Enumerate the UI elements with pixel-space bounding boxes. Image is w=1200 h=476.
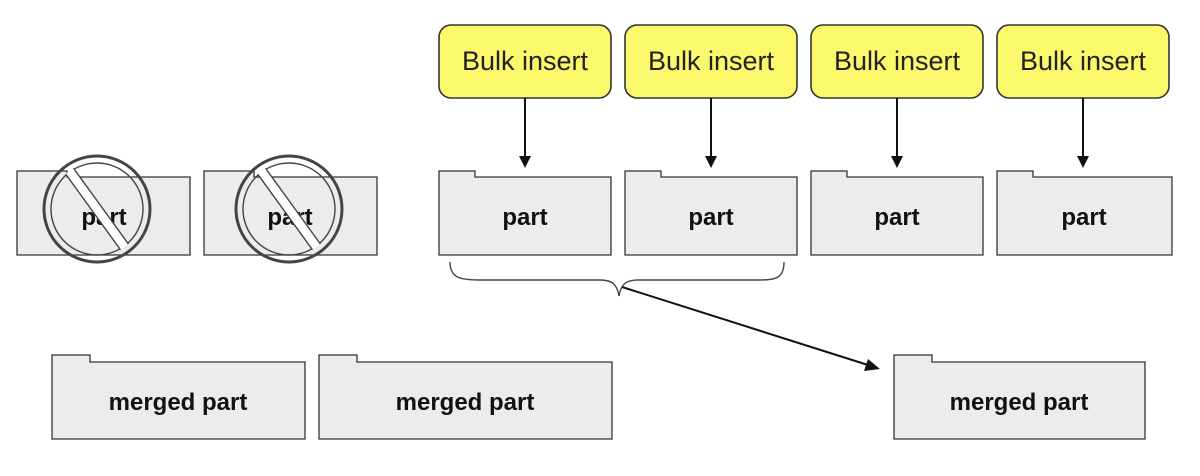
bulk-insert-box-4: Bulk insert [996, 24, 1170, 99]
prohibited-icon [234, 154, 344, 264]
new-part-label: part [688, 204, 733, 231]
bulk-insert-box-1: Bulk insert [438, 24, 612, 99]
bulk-insert-label: Bulk insert [462, 46, 589, 76]
new-part-1: part [438, 170, 612, 256]
new-part-label: part [1061, 204, 1106, 231]
insert-arrow-1 [519, 98, 531, 168]
merge-result-part: merged part [893, 354, 1146, 440]
merge-arrow [621, 286, 880, 371]
bulk-insert-box-2: Bulk insert [624, 24, 798, 99]
bulk-insert-box-3: Bulk insert [810, 24, 984, 99]
merge-result-label: merged part [950, 389, 1089, 416]
new-part-label: part [874, 204, 919, 231]
insert-arrow-4 [1077, 98, 1089, 168]
merged-part-2: merged part [318, 354, 613, 440]
new-part-label: part [502, 204, 547, 231]
group-brace [449, 261, 785, 297]
merged-part-1: merged part [51, 354, 306, 440]
merged-part-label: merged part [396, 389, 535, 416]
new-part-4: part [996, 170, 1173, 256]
prohibited-icon [42, 154, 152, 264]
bulk-insert-label: Bulk insert [1020, 46, 1147, 76]
merged-part-label: merged part [109, 389, 248, 416]
insert-arrow-3 [891, 98, 903, 168]
new-part-2: part [624, 170, 798, 256]
new-part-3: part [810, 170, 984, 256]
bulk-insert-label: Bulk insert [834, 46, 961, 76]
bulk-insert-label: Bulk insert [648, 46, 775, 76]
insert-arrow-2 [705, 98, 717, 168]
